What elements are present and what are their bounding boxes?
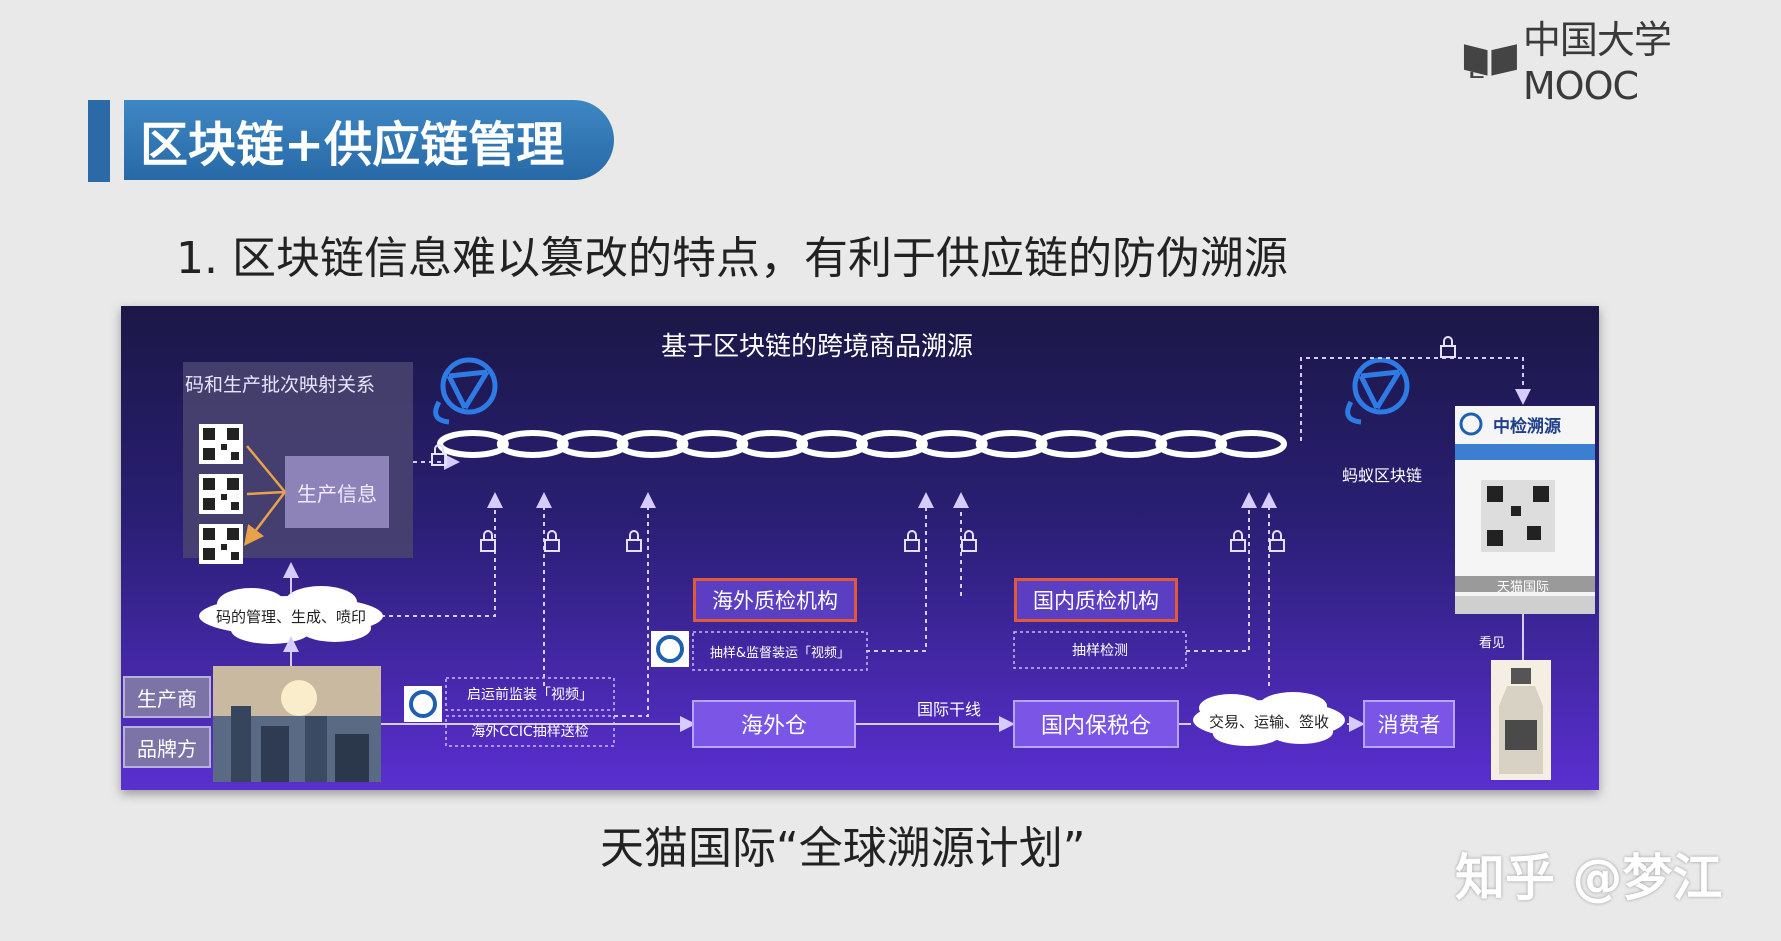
blockchain-chain <box>437 430 1287 458</box>
chain-link <box>437 430 509 458</box>
pre-shipment-label: 启运前监装「视频」 <box>467 687 593 703</box>
chain-link <box>496 430 569 458</box>
blockchain-network-icon-left <box>433 357 498 425</box>
brand-box: 品牌方 <box>123 726 211 768</box>
cloud-transport-label: 交易、运输、签收 <box>1208 712 1329 731</box>
production-info-label: 生产信息 <box>297 481 377 506</box>
production-info-box <box>285 456 389 528</box>
chain-link <box>975 430 1048 458</box>
trace-card-title: 中检溯源 <box>1493 417 1561 437</box>
diagram-caption: 天猫国际“全球溯源计划” <box>600 823 1086 874</box>
ccic-logo-icon-2 <box>651 631 689 667</box>
overseas-warehouse-box: 海外仓 <box>692 700 856 748</box>
product-bottle-image <box>1491 660 1551 780</box>
domestic-qc-note: 抽样检测 <box>1072 643 1128 659</box>
qr-code-icon-3 <box>199 524 243 564</box>
chain-link <box>556 430 629 458</box>
cloud-transport <box>1193 692 1345 746</box>
ccic-logo-icon-1 <box>404 686 442 722</box>
chain-link <box>915 430 988 458</box>
diagram-graphics <box>183 336 1595 782</box>
chain-link <box>856 430 928 458</box>
mapping-title: 码和生产批次映射关系 <box>185 374 376 396</box>
ant-chain-label: 蚂蚁区块链 <box>1341 466 1422 485</box>
trace-card <box>1455 406 1595 614</box>
overseas-qc-box: 海外质检机构 <box>693 578 857 622</box>
overseas-qc-note: 抽样&监督装运「视频」 <box>709 645 851 661</box>
ant-chain-icon <box>1345 357 1410 425</box>
consumer-box: 消费者 <box>1363 700 1455 748</box>
mooc-logo: 中国大学MOOC <box>1462 18 1781 108</box>
trunk-line-label: 国际干线 <box>917 700 982 719</box>
bullet-point: 1. 区块链信息难以篡改的特点，有利于供应链的防伪溯源 <box>176 233 1288 284</box>
logo-text: 中国大学MOOC <box>1522 17 1672 108</box>
chain-link <box>676 430 749 458</box>
see-label: 看见 <box>1479 636 1506 651</box>
chain-link <box>1095 430 1168 458</box>
chain-link <box>796 430 868 458</box>
title-accent-bar <box>88 100 110 182</box>
zhihu-watermark: 知乎 @梦江 <box>1455 849 1723 907</box>
producer-box: 生产商 <box>123 676 211 718</box>
traceability-diagram: 基于区块链的跨境商品溯源 码和生产批次映射关系 生产信息 码的管理、生成、喷印 … <box>121 306 1599 790</box>
chain-link <box>616 430 689 458</box>
qr-code-icon-2 <box>199 474 243 514</box>
factory-photo <box>213 666 381 782</box>
chain-link <box>1215 430 1287 458</box>
chain-link <box>1155 430 1228 458</box>
chain-link <box>736 430 809 458</box>
diagram-title: 基于区块链的跨境商品溯源 <box>661 332 974 362</box>
chain-link <box>1035 430 1108 458</box>
slide-title: 区块链+供应链管理 <box>124 100 614 180</box>
lock-icons <box>431 336 1456 552</box>
qr-code-icon-1 <box>199 424 243 464</box>
domestic-qc-box: 国内质检机构 <box>1014 578 1178 622</box>
trace-card-bottom: 天猫国际 <box>1497 580 1550 595</box>
bonded-warehouse-box: 国内保税仓 <box>1013 700 1179 748</box>
ccic-sampling-label: 海外CCIC抽样送检 <box>471 724 589 740</box>
mooc-book-icon <box>1463 44 1517 78</box>
cloud-code-label: 码的管理、生成、喷印 <box>215 607 366 626</box>
